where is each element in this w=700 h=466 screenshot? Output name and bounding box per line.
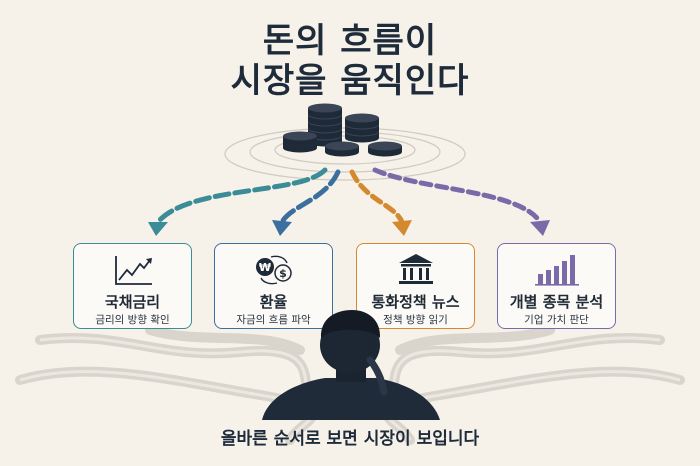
card-treasury-yield[interactable]: 국채금리 금리의 방향 확인 (73, 243, 192, 329)
card-title: 국채금리 (104, 293, 161, 311)
currency-exchange-icon: ₩ $ (256, 255, 292, 285)
card-exchange-rate[interactable]: ₩ $ 환율 자금의 흐름 파악 (214, 243, 333, 329)
title-line-1: 돈의 흐름이 (262, 21, 438, 61)
card-stock-analysis[interactable]: 개별 종목 분석 기업 가치 판단 (497, 243, 616, 329)
card-monetary-policy-news[interactable]: 통화정책 뉴스 정책 방향 읽기 (356, 243, 475, 329)
card-subtitle: 자금의 흐름 파악 (236, 314, 311, 326)
dollar-symbol: $ (279, 267, 287, 280)
card-subtitle: 금리의 방향 확인 (95, 314, 170, 326)
card-title: 통화정책 뉴스 (371, 293, 460, 311)
bottom-caption: 올바른 순서로 보면 시장이 보입니다 (220, 429, 480, 449)
line-chart-icon (115, 256, 152, 285)
card-title: 환율 (259, 293, 288, 311)
bar-chart-icon (535, 255, 579, 286)
won-symbol: ₩ (259, 261, 271, 274)
card-title: 개별 종목 분석 (509, 293, 604, 311)
bank-icon (399, 254, 433, 284)
card-subtitle: 기업 가치 판단 (524, 314, 589, 326)
title-line-2: 시장을 움직인다 (230, 61, 470, 101)
card-subtitle: 정책 방향 읽기 (383, 314, 448, 326)
